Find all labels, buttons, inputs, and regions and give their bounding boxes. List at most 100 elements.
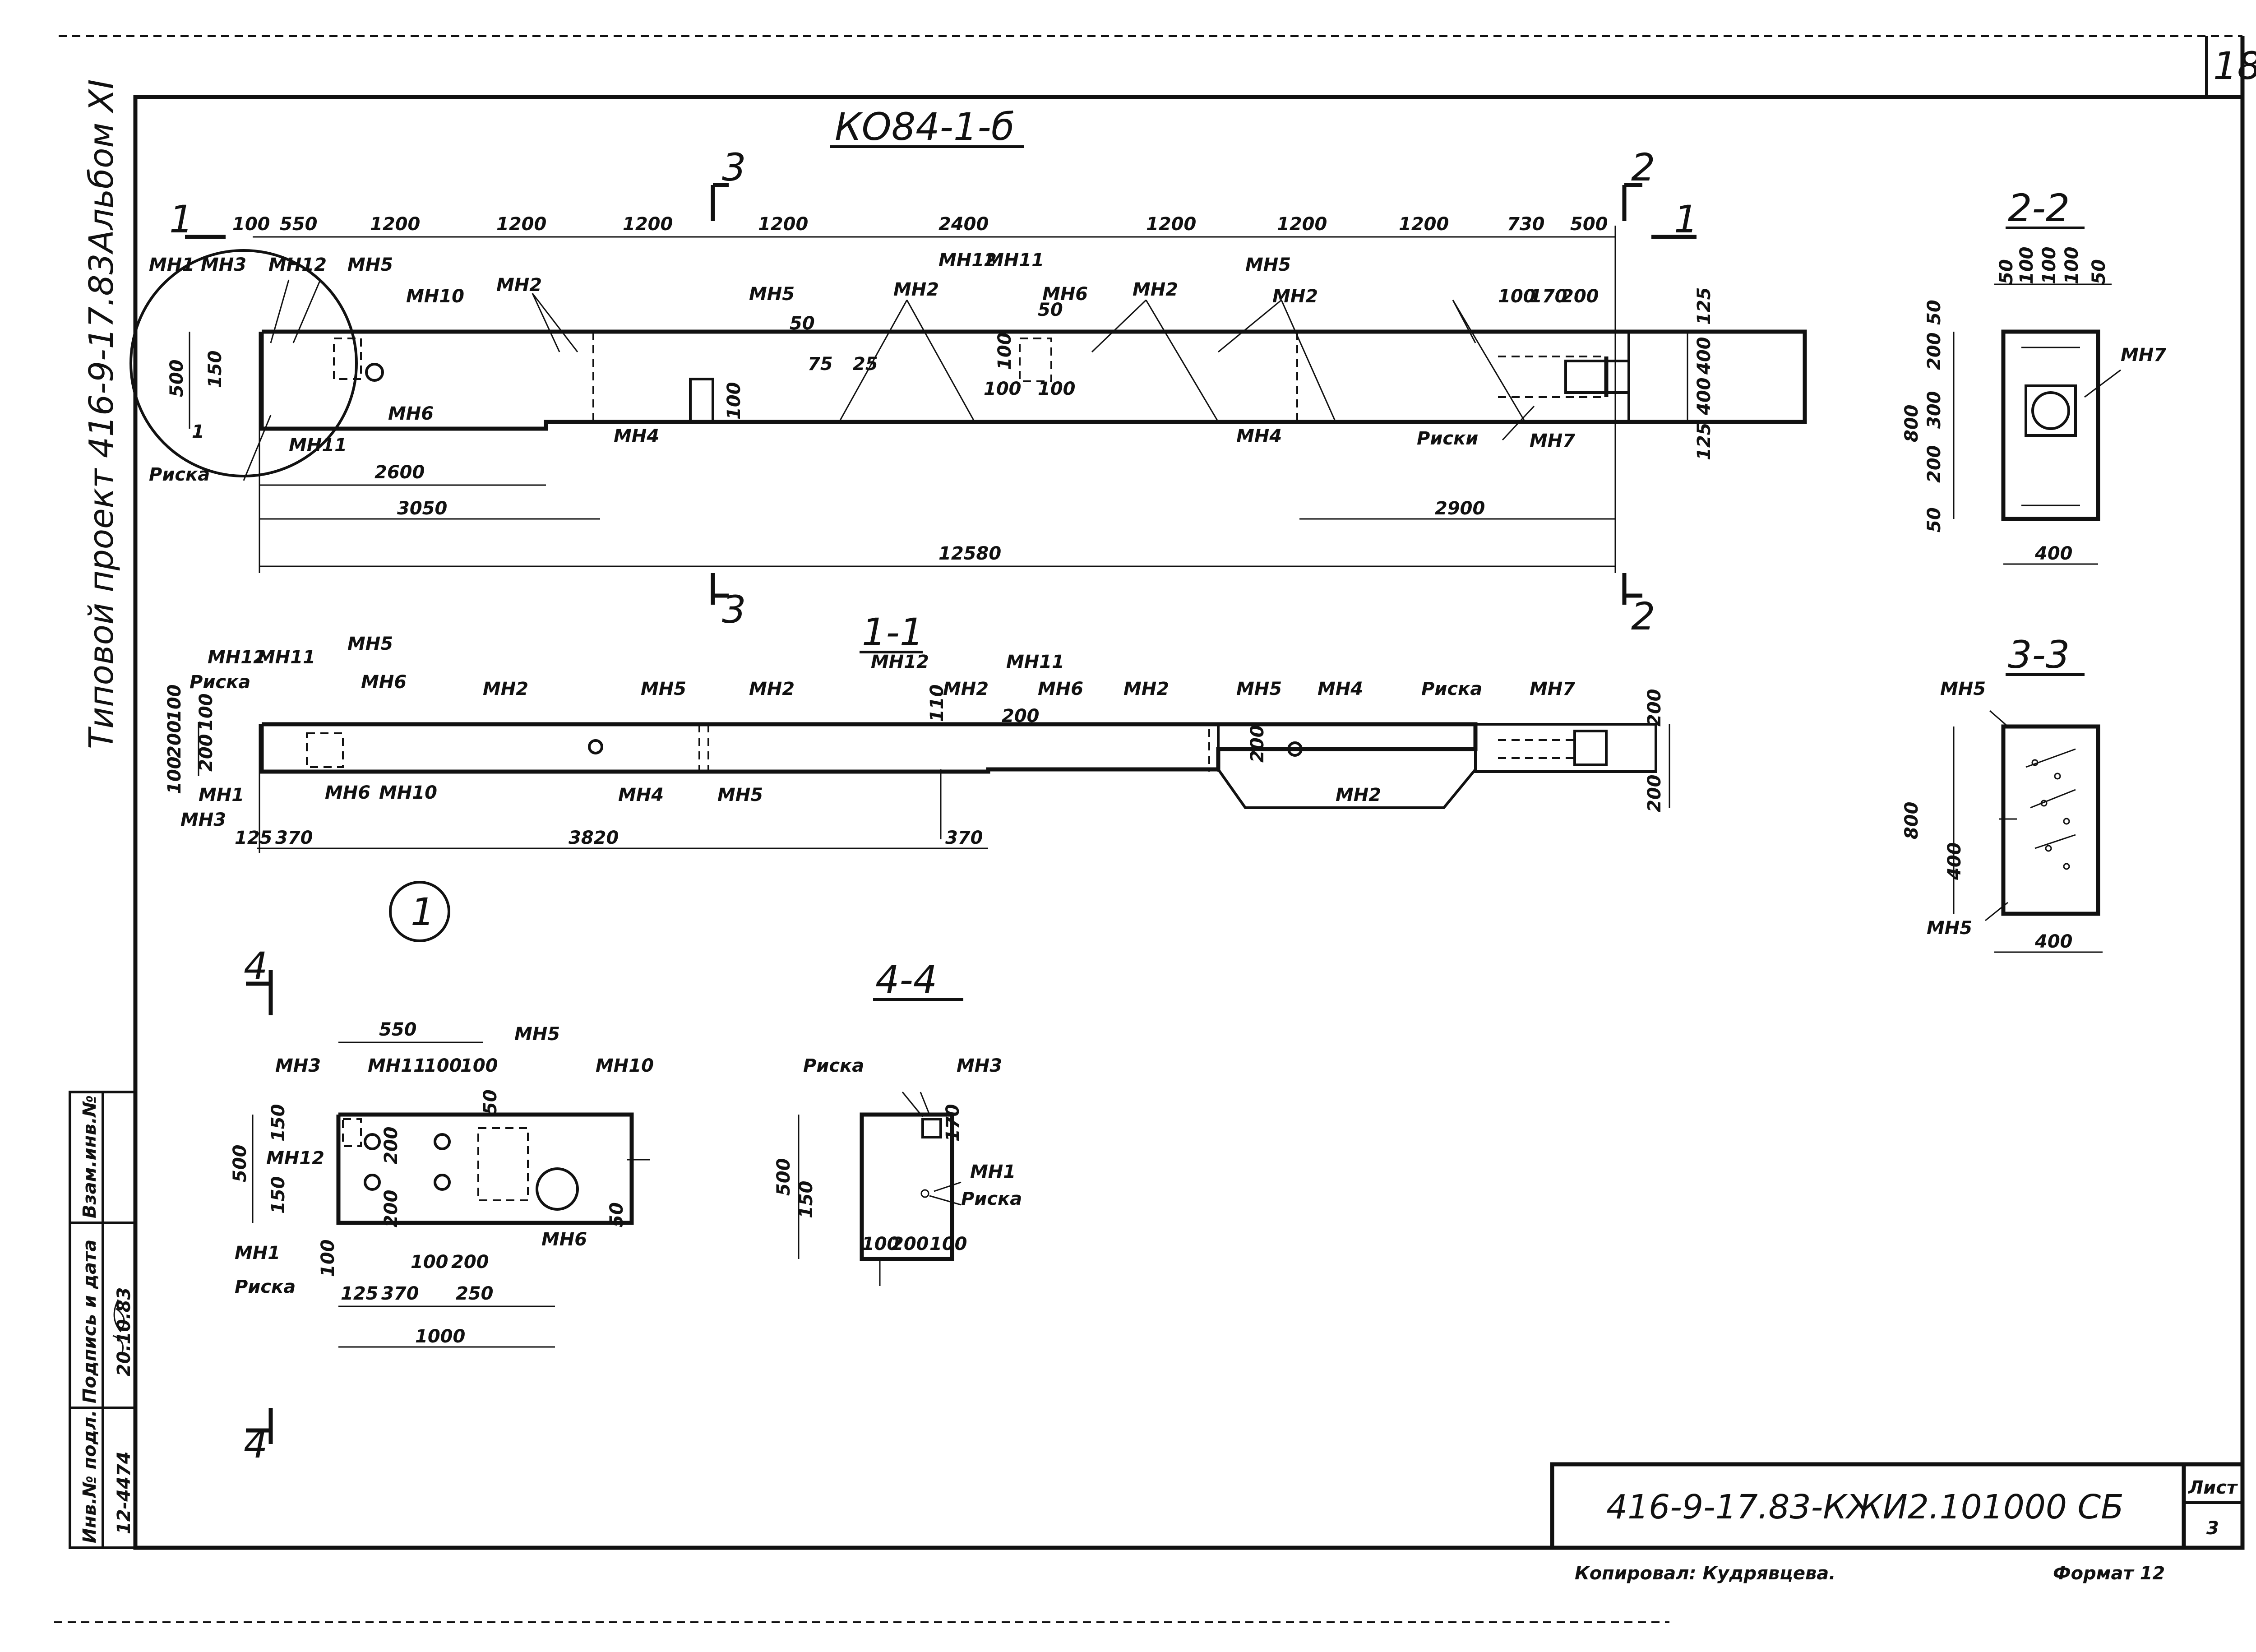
copied-by: Копировал: Кудрявцева. [1575, 1563, 1835, 1584]
main-label: МН3 [201, 255, 246, 275]
s11-bottom-dim: 125 [235, 828, 273, 848]
main-bottom-dim: 3050 [397, 498, 447, 519]
s44-label: МН3 [957, 1055, 1002, 1076]
main-bottom-dim: 2900 [1435, 498, 1485, 519]
s11-label: МН12 [208, 647, 266, 668]
section-mark-1-right: 1 [1674, 197, 1698, 241]
main-top-dim: 1200 [370, 214, 420, 235]
section-mark-1-left: 1 [169, 197, 193, 241]
s22-width: 400 [2034, 543, 2073, 564]
main-dimension-lines [189, 226, 1688, 573]
d4-top-dim: 100 [424, 1055, 462, 1076]
d4-bottom-dim: 370 [381, 1283, 419, 1304]
d4-label: МН10 [596, 1055, 654, 1076]
section-1-1-title: 1-1 [862, 610, 924, 654]
main-label: Риска [149, 464, 210, 485]
d4-inner-dim: 50 [606, 1202, 627, 1227]
main-label: МН5 [749, 284, 795, 305]
main-inner-dim: 100 [1498, 286, 1536, 307]
main-right-dim: 125 [1694, 287, 1715, 325]
section-mark-2-bottom: 2 [1631, 594, 1655, 639]
main-right-dim: 125 [1694, 423, 1715, 461]
s11-left-dim: 200 [196, 734, 217, 772]
d4-left-dim: 500 [230, 1145, 250, 1183]
s22-top-dim: 100 [2062, 247, 2082, 285]
main-label: МН6 [388, 403, 434, 424]
d4-label: МН5 [514, 1024, 560, 1045]
main-top-dim: 1200 [1399, 214, 1449, 235]
s44-label: Риска [803, 1055, 864, 1076]
section-mark-2-top: 2 [1631, 145, 1655, 190]
s11-label: МН2 [1336, 785, 1381, 805]
main-top-dim: 500 [1570, 214, 1608, 235]
main-inner-dim: 50 [1038, 300, 1063, 320]
s11-label: МН11 [1006, 652, 1064, 672]
section-1-1-outline [259, 722, 1657, 809]
main-label: МН1 [149, 255, 194, 275]
signature-mark [112, 1299, 125, 1354]
main-label: Риски [1417, 428, 1478, 449]
d4-bottom-dim: 125 [341, 1283, 379, 1304]
d4-inner-dim: 200 [451, 1252, 489, 1273]
main-label: МН11 [289, 435, 347, 456]
s11-label: МН2 [1123, 679, 1169, 699]
section-mark-3-top: 3 [722, 145, 746, 190]
main-top-dim: 1200 [1146, 214, 1196, 235]
d4-label: МН12 [266, 1148, 324, 1169]
s22-top-dim: 50 [2089, 259, 2109, 284]
s11-label: Риска [190, 672, 250, 693]
d4-label: МН11 [368, 1055, 426, 1076]
main-label: МН2 [496, 275, 542, 296]
d4-bottom-dim: 1000 [415, 1326, 465, 1347]
list-number: 3 [2206, 1518, 2219, 1539]
section-4-4-title: 4-4 [875, 958, 937, 1002]
s22-top-dim: 100 [2039, 247, 2060, 285]
s11-bottom-dim: 370 [945, 828, 983, 848]
s11-label: МН10 [379, 782, 437, 803]
d4-top-dim: 100 [460, 1055, 498, 1076]
stamp-sign-date-label: Подпись и дата [79, 1240, 100, 1403]
s11-label: МН6 [325, 782, 370, 803]
section-3-3-body [1953, 710, 2103, 953]
main-top-dim: 550 [280, 214, 318, 235]
s11-inner-dim: 110 [927, 685, 948, 722]
s33-label-top: МН5 [1940, 679, 1986, 699]
main-inner-dim: 100 [984, 379, 1022, 399]
s22-left-dim: 300 [1924, 391, 1945, 429]
s33-label-bottom: МН5 [1927, 918, 1972, 939]
s11-label: Риска [1421, 679, 1482, 699]
s33-width: 400 [2034, 931, 2073, 952]
main-right-dim: 400 [1694, 337, 1715, 375]
main-label: МН2 [1133, 279, 1178, 300]
s11-left-dim: 100 [164, 757, 185, 795]
s44-dim: 100 [929, 1234, 967, 1254]
main-top-dim: 1200 [496, 214, 546, 235]
s22-top-dim: 100 [2016, 247, 2037, 285]
main-label: МН11 [986, 250, 1044, 271]
s11-label: МН6 [361, 672, 407, 693]
s11-label: МН2 [483, 679, 528, 699]
d4-label: МН1 [235, 1243, 280, 1263]
s11-label: МН5 [641, 679, 686, 699]
main-inner-dim: 100 [724, 382, 744, 420]
detail-4-plan-body [252, 1041, 650, 1348]
s44-dim: 170 [943, 1104, 963, 1142]
d4-inner-dim: 200 [381, 1190, 402, 1228]
main-view-title: КО84-1-б [835, 105, 1015, 149]
s22-height: 800 [1901, 405, 1922, 443]
s44-dim: 100 [862, 1234, 900, 1254]
stamp-inv-podl-value: 12-4474 [114, 1451, 134, 1534]
section-2-2-title: 2-2 [2008, 186, 2070, 230]
d4-label: МН3 [275, 1055, 321, 1076]
s11-label: МН5 [717, 785, 763, 805]
main-inner-dim: 25 [853, 354, 878, 375]
section-3-3-title: 3-3 [2008, 633, 2070, 677]
s11-inner-dim: 200 [1247, 725, 1268, 763]
detail-4-plan-marks [246, 970, 273, 1444]
format-label: Формат 12 [2053, 1563, 2165, 1584]
s11-label: МН5 [347, 634, 393, 654]
s44-dim: 200 [891, 1234, 929, 1254]
detail-4-mark-bottom: 4 [244, 1422, 268, 1467]
main-label: 1 [192, 421, 204, 442]
s11-label: МН3 [180, 810, 226, 830]
